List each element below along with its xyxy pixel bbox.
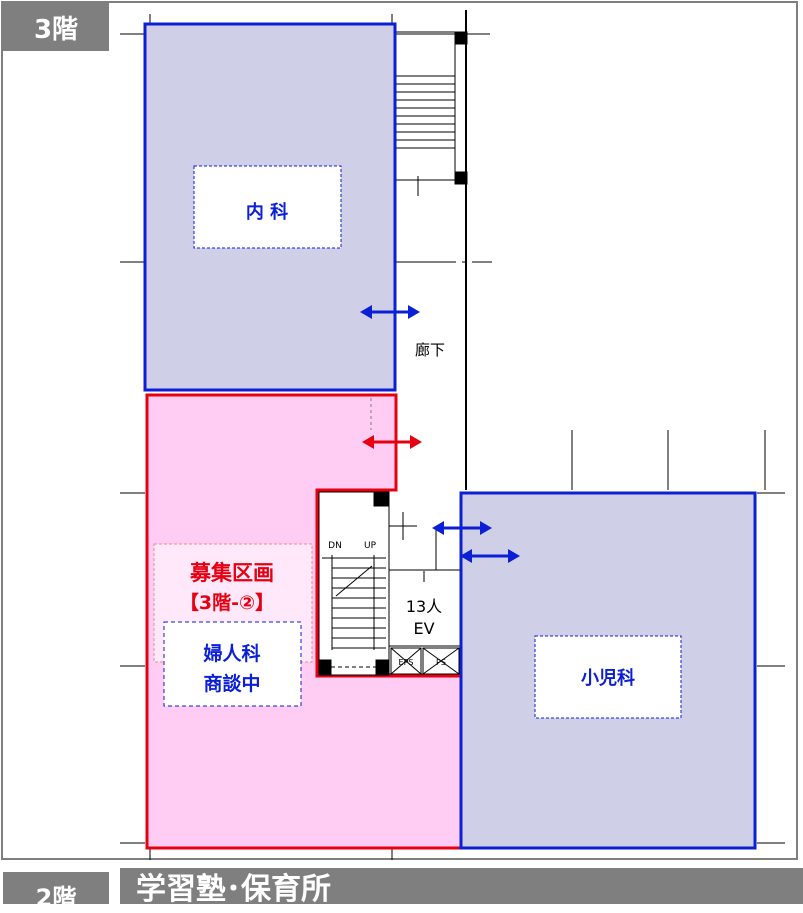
floor-tag-3f: 3階 [3,3,109,51]
upper-staircase [395,31,468,185]
gynecology-label: 婦人科 [202,642,260,665]
gynecology-status: 商談中 [203,672,260,695]
gynecology-label-box [163,621,302,707]
access-arrow-pediatrics [460,549,520,563]
internal-medicine-label-box [193,165,342,249]
access-arrow-recruitment [362,435,422,449]
next-floor-title: 学習塾･保育所 [120,868,803,904]
ps-label: PS [436,658,446,667]
pediatrics-label: 小児科 [581,667,635,689]
elevator-code: EV [413,619,434,638]
pediatrics-label-box [534,635,682,719]
floor-tag-2f: 2階 [3,872,109,912]
stairs-up-label: UP [364,541,377,551]
central-core [318,491,462,676]
corridor-label: 廊下 [415,341,445,359]
access-arrow-core [432,521,492,535]
recruitment-title: 募集区画 [189,561,274,585]
eps-label: EPS [399,658,414,667]
stairs-down-label: DN [328,541,342,551]
floor-plan-frame [1,1,798,860]
recruitment-code: 【3階-②】 [180,591,274,614]
internal-medicine-label: 内 科 [246,201,288,223]
elevator-capacity: 13人 [406,597,442,616]
access-arrow-internal-medicine [360,305,420,319]
